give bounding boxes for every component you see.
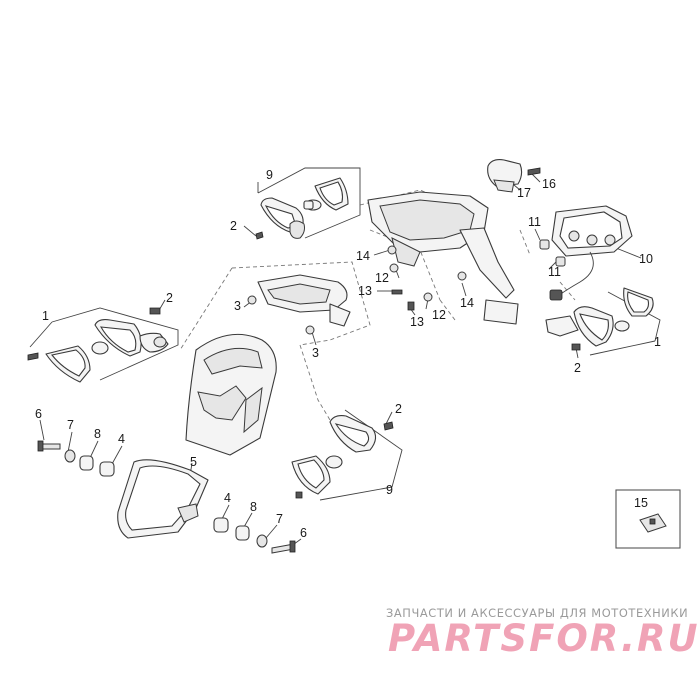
- callout-7-left: 7: [67, 418, 74, 432]
- callout-17: 17: [517, 186, 531, 200]
- callout-1-left: 1: [42, 309, 49, 323]
- callout-6-left: 6: [35, 407, 42, 421]
- callout-14-lower: 14: [460, 296, 474, 310]
- callout-2-upper: 2: [230, 219, 237, 233]
- turn-signal-left: [27, 307, 169, 383]
- hardware-bottom: [213, 517, 296, 554]
- rear-light-assembly: [549, 205, 633, 301]
- callout-14-upper: 14: [356, 249, 370, 263]
- licence-plate-light: [487, 159, 541, 193]
- callout-7-bottom: 7: [276, 512, 283, 526]
- callout-4-left: 4: [118, 432, 125, 446]
- turn-signal-right: [545, 287, 654, 351]
- callout-3-lower: 3: [312, 346, 319, 360]
- tail-section-frame: [367, 191, 519, 325]
- callout-9-bottom: 9: [386, 483, 393, 497]
- callout-13-lower: 13: [410, 315, 424, 329]
- callout-4-bottom: 4: [224, 491, 231, 505]
- callout-8-bottom: 8: [250, 500, 257, 514]
- callout-12-lower: 12: [432, 308, 446, 322]
- callout-13-upper: 13: [358, 284, 372, 298]
- callout-15: 15: [634, 496, 648, 510]
- callout-3-upper: 3: [234, 299, 241, 313]
- watermark-brand-logo: PARTSFOR.RU: [388, 617, 700, 660]
- turn-signal-lower: [291, 415, 394, 499]
- callout-9-top: 9: [266, 168, 273, 182]
- callout-1-right: 1: [654, 335, 661, 349]
- callout-6-bottom: 6: [300, 526, 307, 540]
- front-cowl: [185, 333, 277, 456]
- callout-2-lower: 2: [395, 402, 402, 416]
- callout-16: 16: [542, 177, 556, 191]
- fasteners-center: [387, 239, 566, 311]
- headlight: [117, 459, 209, 539]
- callout-8-left: 8: [94, 427, 101, 441]
- callout-2-right: 2: [574, 361, 581, 375]
- leader-lines: [29, 167, 661, 548]
- callout-labels: 1 1 2 2 2 2 3 3 4 4 5 6 6 7 7 8 8 9 9 10…: [35, 168, 661, 540]
- reference-box-15: [615, 489, 681, 549]
- callout-2-left: 2: [166, 291, 173, 305]
- turn-signal-upper-left: [255, 177, 349, 240]
- callout-12-upper: 12: [375, 271, 389, 285]
- callout-10: 10: [639, 252, 653, 266]
- watermark-caption: ЗАПЧАСТИ И АКСЕССУАРЫ ДЛЯ МОТОТЕХНИКИ: [386, 606, 689, 620]
- callout-11-upper: 11: [528, 215, 541, 229]
- callout-5: 5: [190, 455, 197, 469]
- hardware-left: [37, 440, 115, 477]
- rear-fender-bracket: [247, 274, 351, 335]
- callout-11-lower: 11: [548, 265, 561, 279]
